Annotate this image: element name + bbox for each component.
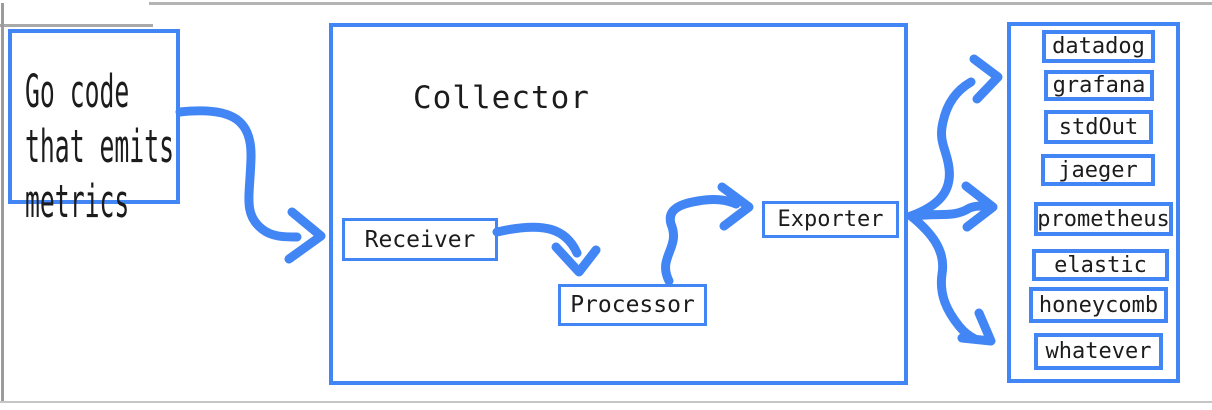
- source-to-collector-arrow: [175, 106, 326, 264]
- source-line-1: Go code: [25, 65, 130, 118]
- top-edge-line-left: [0, 24, 153, 27]
- destination-label: honeycomb: [1038, 292, 1159, 318]
- destination-label: datadog: [1052, 34, 1145, 59]
- destination-prometheus: prometheus: [1034, 202, 1173, 236]
- branch-down-arrow: [906, 211, 996, 346]
- exporter-label: Exporter: [777, 207, 884, 232]
- receiver-label: Receiver: [364, 226, 476, 253]
- top-edge-line: [149, 2, 1212, 5]
- source-line-3: metrics: [25, 175, 130, 228]
- collector-title: Collector: [413, 80, 590, 116]
- destination-label: elastic: [1054, 252, 1147, 278]
- source-label: Go code that emits metrics: [25, 64, 174, 229]
- destination-datadog: datadog: [1042, 30, 1155, 63]
- destination-stdout: stdOut: [1044, 110, 1153, 144]
- exporter-box: Exporter: [762, 201, 899, 238]
- branch-right-arrow: [906, 181, 998, 232]
- receiver-box: Receiver: [342, 218, 498, 261]
- source-line-2: that emits: [25, 120, 175, 173]
- destination-label: stdOut: [1058, 114, 1139, 140]
- processor-label: Processor: [570, 292, 695, 318]
- branch-up-arrow: [906, 54, 1003, 221]
- destination-elastic: elastic: [1032, 249, 1169, 281]
- left-edge-line: [1, 3, 4, 403]
- destination-honeycomb: honeycomb: [1029, 287, 1168, 323]
- destination-label: whatever: [1045, 339, 1152, 364]
- destination-grafana: grafana: [1044, 70, 1154, 101]
- destination-jaeger: jaeger: [1041, 154, 1155, 186]
- destination-label: grafana: [1052, 73, 1146, 98]
- source-box: Go code that emits metrics: [8, 29, 180, 228]
- bottom-edge-line: [0, 401, 1212, 403]
- destination-label: prometheus: [1037, 206, 1170, 232]
- processor-box: Processor: [558, 284, 707, 326]
- destination-whatever: whatever: [1034, 333, 1163, 370]
- destination-label: jaeger: [1058, 157, 1138, 183]
